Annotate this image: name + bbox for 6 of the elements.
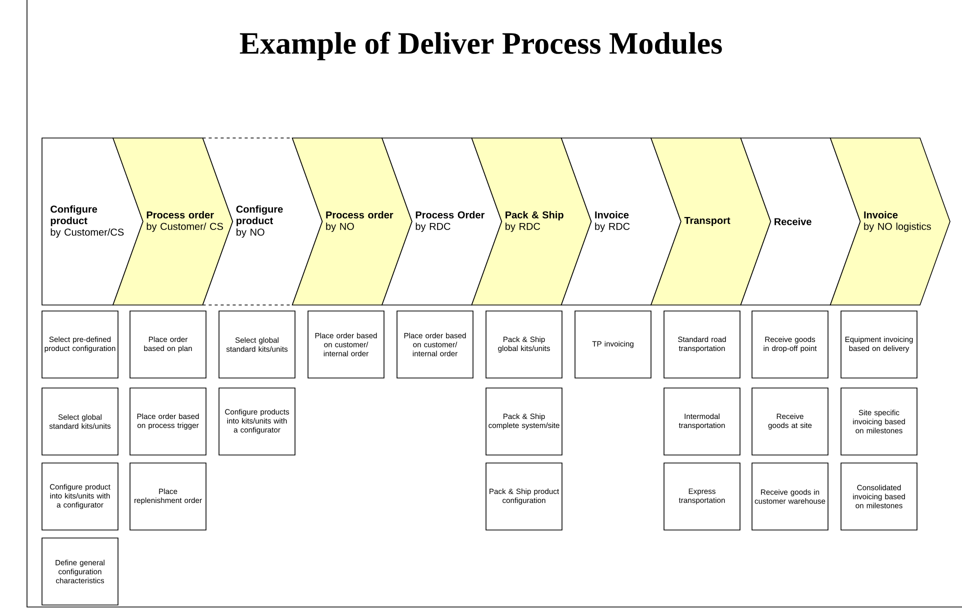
process-step: Transport — [650, 138, 772, 306]
process-step: Configure product by Customer/CS — [42, 138, 144, 306]
process-step: Receive — [740, 138, 861, 306]
process-step: Invoice by NO logistics — [830, 138, 950, 306]
process-step: Process order by NO — [292, 138, 412, 306]
title: Example of Deliver Process Modules — [240, 32, 722, 60]
